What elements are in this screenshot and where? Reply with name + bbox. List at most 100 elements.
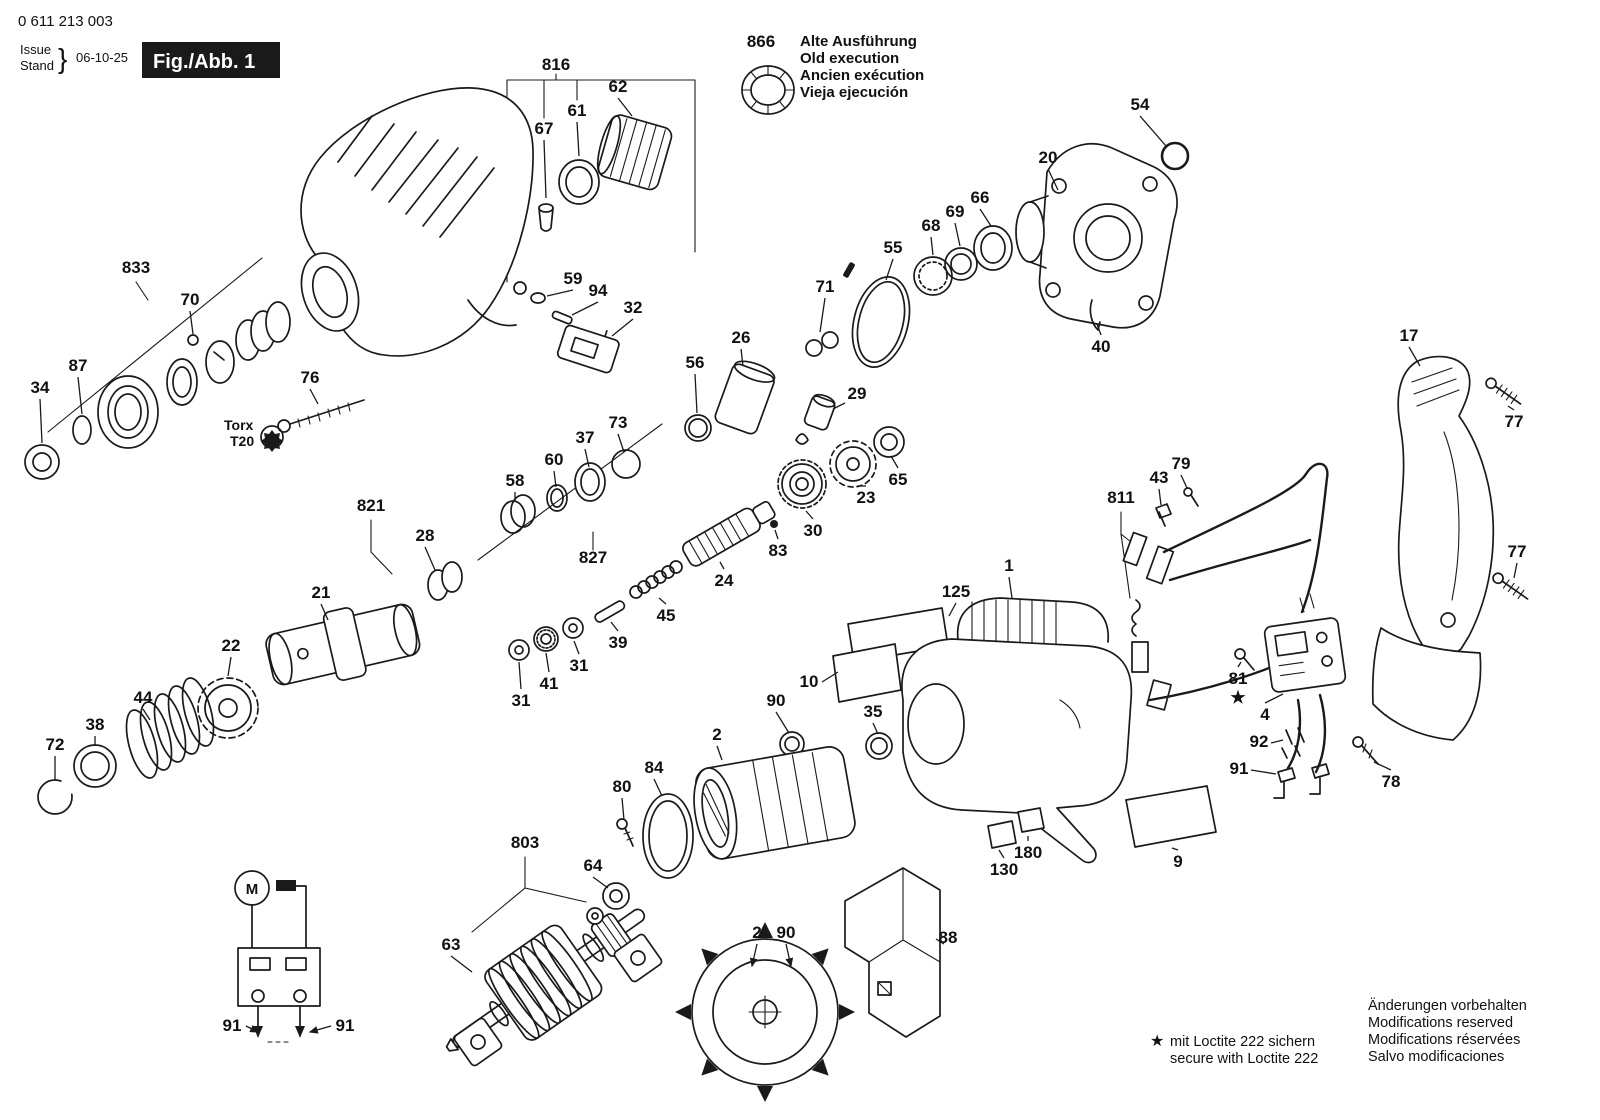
- part-label-28: 28: [416, 526, 435, 545]
- part-label-81: 81: [1229, 669, 1248, 688]
- part-label-9: 9: [1173, 852, 1182, 871]
- part-label-40: 40: [1092, 337, 1111, 356]
- ring-66-drawing: [973, 225, 1013, 271]
- leader-line-63: [450, 955, 473, 973]
- leader-line-61: [576, 121, 580, 157]
- part-label-125: 125: [942, 582, 970, 601]
- clip-43-drawing: [1155, 503, 1172, 527]
- part-label-72: 72: [46, 735, 65, 754]
- terminal-clips-91-drawing: [1273, 763, 1330, 799]
- part-label-37: 37: [576, 428, 595, 447]
- old-execution-note: Alte Ausführung Old execution Ancien exé…: [800, 33, 924, 101]
- leader-line-69: [954, 222, 961, 247]
- splined-shaft-24-drawing: [682, 500, 776, 567]
- bearing-64-drawing: [602, 882, 630, 910]
- leader-line-91: [308, 1025, 332, 1034]
- part-label-21: 21: [312, 583, 331, 602]
- screw-78-drawing: [1352, 736, 1379, 765]
- part-label-80: 80: [613, 777, 632, 796]
- cylinder-26-drawing: [714, 360, 776, 435]
- washer-set-drawing: [508, 617, 584, 661]
- gearbox-housing-20-drawing: [1015, 143, 1178, 329]
- snap-ring-72-drawing: [37, 779, 73, 815]
- modifications-line-en: Modifications reserved: [1368, 1015, 1513, 1031]
- part-label-77: 77: [1508, 542, 1527, 561]
- part-label-17: 17: [1400, 326, 1419, 345]
- leader-line-35: [872, 722, 879, 735]
- cover-plate-drawing: [1371, 627, 1482, 741]
- pin-40-drawing: [1089, 299, 1101, 331]
- rings-71-drawing: [805, 331, 839, 357]
- part-label-803: 803: [511, 833, 539, 852]
- screw-79-drawing: [1183, 487, 1199, 507]
- issue-label: Issue: [20, 42, 51, 57]
- group-bracket-816: [506, 73, 696, 283]
- ball-83-drawing: [770, 520, 778, 528]
- part-label-55: 55: [884, 238, 903, 257]
- part-label-77: 77: [1505, 412, 1524, 431]
- oring-55-drawing: [851, 276, 911, 368]
- part-label-833: 833: [122, 258, 150, 277]
- ring-stack-drawing: [24, 301, 291, 480]
- loctite-note: ★ mit Loctite 222 sichern secure with Lo…: [1150, 1033, 1318, 1067]
- motor-symbol-label: M: [246, 881, 259, 898]
- part-label-44: 44: [134, 688, 153, 707]
- carbon-brush-811-drawing: [1122, 531, 1175, 711]
- bearing-cage-68-drawing: [913, 256, 953, 296]
- screw-77-top-drawing: [1485, 377, 1522, 405]
- part-label-31: 31: [570, 656, 589, 675]
- washer-armature-drawing: [586, 907, 604, 925]
- part-label-90: 90: [767, 691, 786, 710]
- ring-38-drawing: [73, 744, 117, 788]
- torx-icon: [260, 425, 284, 452]
- bearing-flange-2-drawing: [693, 746, 856, 860]
- screw-81-drawing: [1234, 648, 1255, 671]
- part-label-91: 91: [336, 1016, 355, 1035]
- oring-54-drawing: [1160, 141, 1190, 171]
- screw-80-drawing: [616, 818, 634, 847]
- part-label-1: 1: [1004, 556, 1013, 575]
- leader-line-29: [832, 402, 846, 410]
- leader-line-68: [930, 236, 934, 256]
- screw-above-55-drawing: [843, 262, 855, 278]
- leader-line-65: [890, 455, 899, 469]
- leader-line-28: [424, 546, 436, 571]
- loctite-star: ★: [1150, 1033, 1164, 1050]
- part-label-67: 67: [535, 119, 554, 138]
- oring-59-drawing: [530, 292, 546, 304]
- wire-harness-drawing: [1148, 462, 1329, 774]
- old-execution-line-fr: Ancien exécution: [800, 67, 924, 84]
- leader-line-59: [546, 289, 574, 297]
- hub-30-drawing: [777, 433, 827, 509]
- loctite-line-en: secure with Loctite 222: [1170, 1051, 1318, 1067]
- leader-line-26: [740, 348, 744, 367]
- leader-line-125: [948, 602, 957, 617]
- leader-line-83: [774, 529, 779, 540]
- document-part-number: 0 611 213 003: [18, 13, 113, 30]
- part-label-34: 34: [31, 378, 50, 397]
- part-label-68: 68: [922, 216, 941, 235]
- part-label-20: 20: [1039, 148, 1058, 167]
- part-label-22: 22: [222, 636, 241, 655]
- sleeve-28-drawing: [427, 561, 463, 601]
- leader-line-32: [611, 318, 634, 337]
- leader-line-71: [819, 297, 826, 333]
- leader-line-70: [189, 310, 194, 335]
- part-label-76: 76: [301, 368, 320, 387]
- part-label-2: 2: [712, 725, 721, 744]
- screw-77-bottom-drawing: [1492, 572, 1529, 600]
- leader-line-66: [979, 208, 992, 227]
- modifications-note: Änderungen vorbehalten Modifications res…: [1368, 997, 1527, 1065]
- part-label-43: 43: [1150, 468, 1169, 487]
- part-label-88: 88: [939, 928, 958, 947]
- sleeve-29-drawing: [803, 393, 836, 431]
- leader-line-91: [245, 1025, 260, 1033]
- leader-line-84: [653, 778, 663, 797]
- spindle-21-drawing: [265, 603, 421, 686]
- stand-label: Stand: [20, 58, 54, 73]
- part-label-31: 31: [512, 691, 531, 710]
- leader-line-41: [545, 652, 550, 673]
- figure-label: Fig./Abb. 1: [153, 51, 255, 73]
- leader-line-60: [553, 470, 557, 488]
